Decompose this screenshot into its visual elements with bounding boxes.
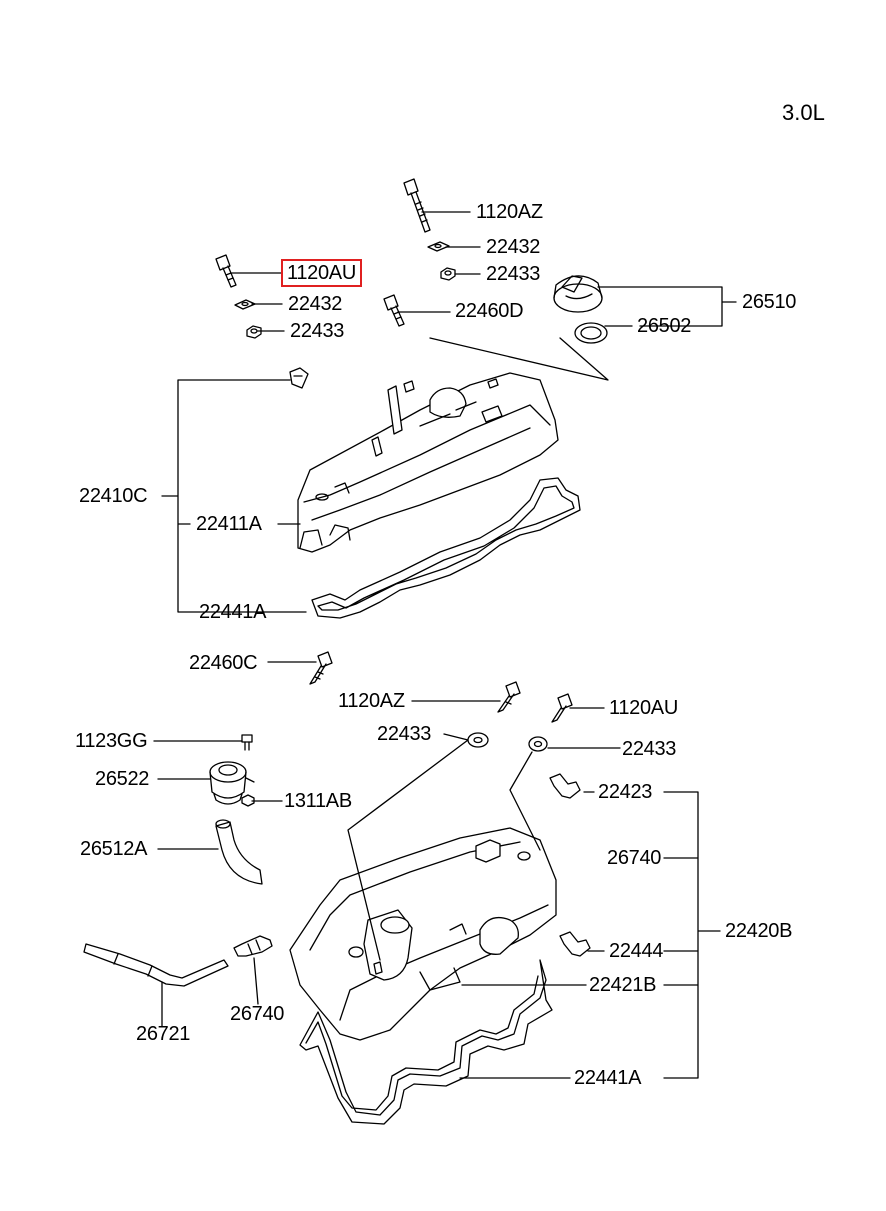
label-22410C[interactable]: 22410C: [79, 485, 148, 507]
breather-hose-26512A: [216, 820, 262, 884]
gasket-22441A-bottom: [300, 960, 552, 1124]
label-22421B[interactable]: 22421B: [589, 974, 657, 996]
label-1120AU-bottom[interactable]: 1120AU: [609, 697, 678, 719]
label-1123GG[interactable]: 1123GG: [75, 730, 148, 752]
label-26510[interactable]: 26510: [742, 291, 797, 313]
clip-part-top: [290, 368, 308, 388]
label-22460C[interactable]: 22460C: [189, 652, 258, 674]
label-26522[interactable]: 26522: [95, 768, 150, 790]
label-26740-right[interactable]: 26740: [607, 847, 662, 869]
bolt-1120AU-bottom: [552, 694, 572, 722]
cap-mount-lines: [430, 338, 608, 380]
label-1120AZ-bottom[interactable]: 1120AZ: [338, 690, 405, 712]
nut-22433-top: [441, 268, 455, 280]
label-22433-top[interactable]: 22433: [486, 263, 541, 285]
hose-26721: [84, 944, 228, 986]
bolt-1120AU: [216, 255, 236, 287]
label-1311AB[interactable]: 1311AB: [284, 790, 352, 812]
label-22441A-bottom[interactable]: 22441A: [574, 1067, 642, 1089]
bolt-1120AZ-top: [404, 179, 430, 232]
valve-cover-22411A: [298, 373, 558, 552]
label-26512A[interactable]: 26512A: [80, 838, 148, 860]
valve-cover-22421B: [290, 828, 556, 1040]
label-22420B[interactable]: 22420B: [725, 920, 793, 942]
label-22433-bottom-left[interactable]: 22433: [377, 723, 432, 745]
label-22432-left[interactable]: 22432: [288, 293, 343, 315]
oil-filler-cap-26510: [554, 276, 602, 312]
engine-displacement-label: 3.0L: [782, 100, 825, 125]
grommet-22433-right: [529, 737, 547, 751]
nut-22433-left: [247, 326, 261, 338]
clip-22423: [550, 774, 580, 798]
fitting-26740-left: [234, 936, 272, 956]
label-22432-top[interactable]: 22432: [486, 236, 541, 258]
clip-22444: [560, 932, 590, 956]
label-26740-left[interactable]: 26740: [230, 1003, 285, 1025]
pcv-valve-26522: [210, 762, 254, 804]
grommet-22433-left: [468, 733, 488, 747]
gasket-22441A-top: [312, 478, 580, 618]
label-22460D[interactable]: 22460D: [455, 300, 524, 322]
label-22444[interactable]: 22444: [609, 940, 664, 962]
cap-gasket-26502: [575, 323, 607, 343]
bolt-22460D: [384, 295, 404, 326]
label-1120AZ-top[interactable]: 1120AZ: [476, 201, 543, 223]
nut-1311AB: [242, 795, 254, 806]
label-26721[interactable]: 26721: [136, 1023, 191, 1045]
leader-lines: [154, 212, 736, 1078]
bolt-22460C: [310, 652, 332, 684]
label-1120AU-highlighted[interactable]: 1120AU: [281, 259, 362, 287]
label-22433-left[interactable]: 22433: [290, 320, 345, 342]
label-26502[interactable]: 26502: [637, 315, 692, 337]
label-22411A[interactable]: 22411A: [196, 513, 262, 535]
label-22441A-top[interactable]: 22441A: [199, 601, 267, 623]
label-22423[interactable]: 22423: [598, 781, 653, 803]
screw-1123GG: [242, 735, 252, 750]
bolt-1120AZ-bottom: [498, 682, 520, 712]
label-22433-bottom-right[interactable]: 22433: [622, 738, 677, 760]
washer-22432-top: [428, 242, 449, 251]
